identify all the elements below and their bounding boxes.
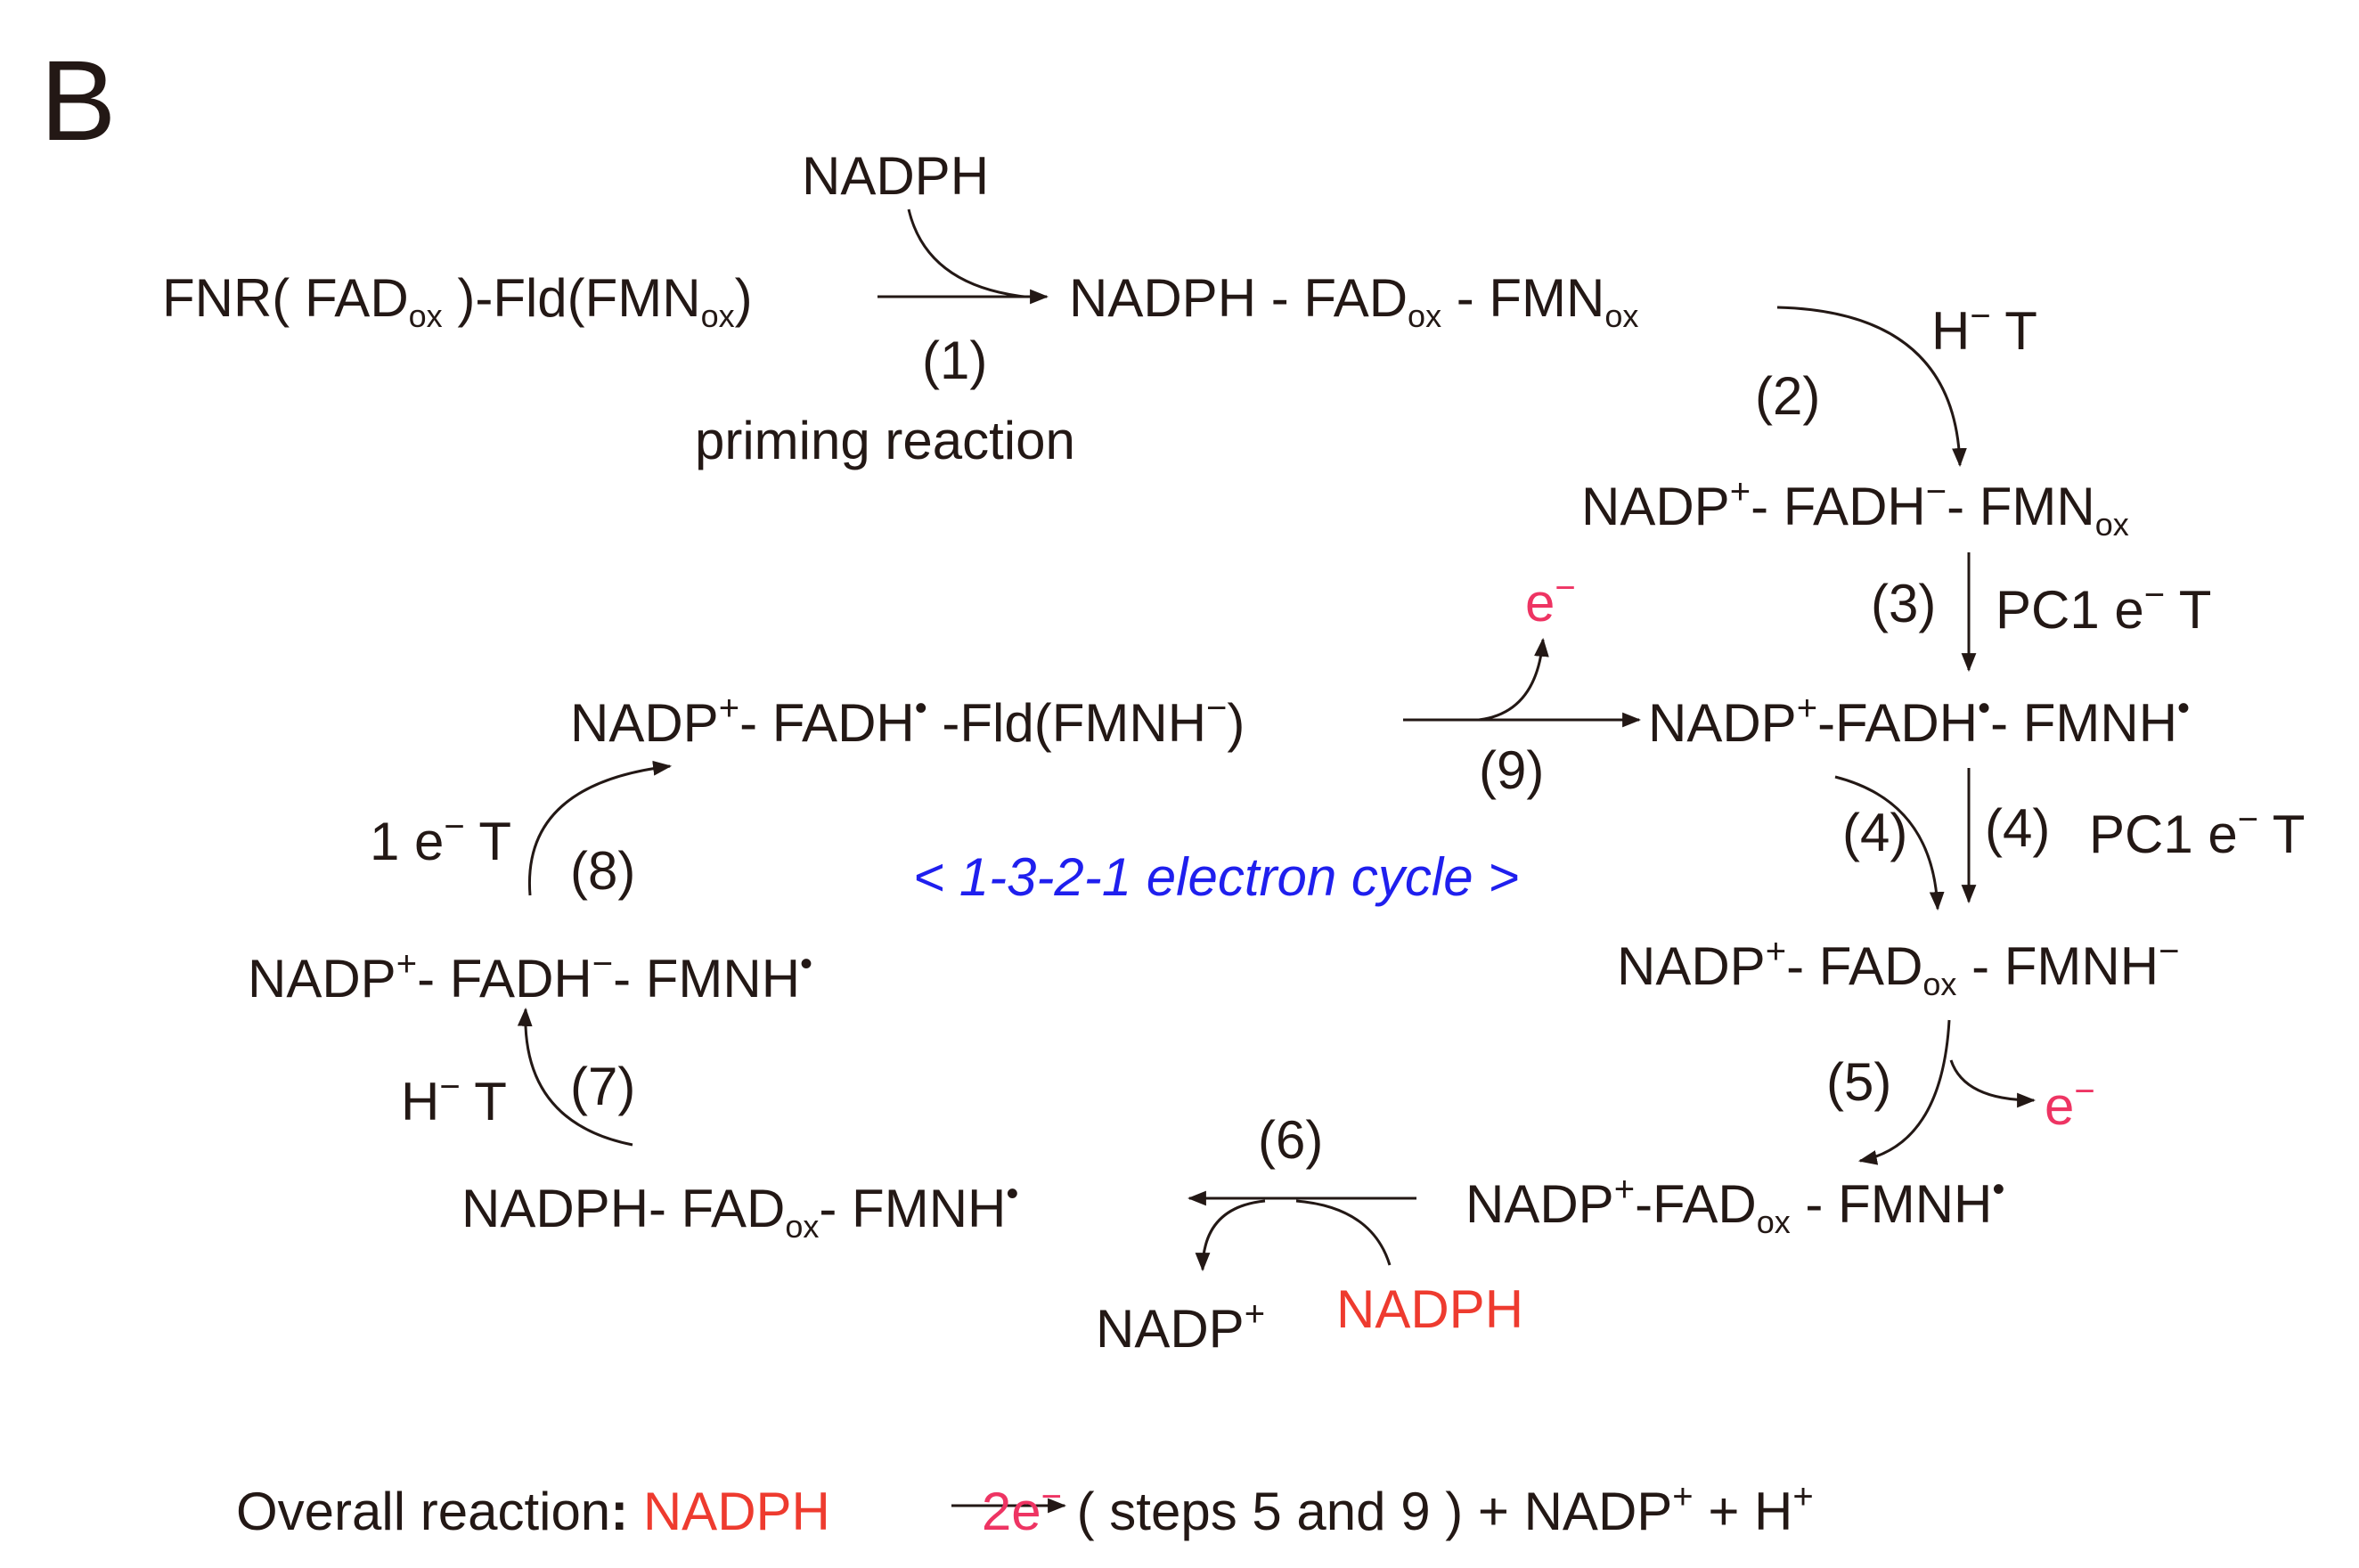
step6-nadph-input: NADPH [1336, 1279, 1524, 1339]
arrow-step5 [1857, 1019, 1951, 1165]
step5-label: (5) [1826, 1052, 1892, 1112]
step2-note: H− T [1931, 297, 2037, 361]
step3-label: (3) [1871, 574, 1937, 633]
step6-byproduct: NADP+ [1096, 1294, 1266, 1359]
step4b-note: PC1 e− T [2089, 800, 2306, 864]
species-s8: NADP+- FADH• -Fld(FMNH−) [570, 689, 1245, 753]
step4b-label: (4) [1985, 798, 2051, 858]
step4a-label: (4) [1842, 803, 1908, 862]
species-s4: NADP+- FADox - FMNH− [1617, 932, 2180, 1002]
nadph-priming-input: NADPH [802, 146, 990, 206]
arrow-step2 [1776, 306, 1967, 468]
arrow-step6-nadp-out [1195, 1199, 1266, 1272]
step9-electron: e− [1525, 568, 1576, 633]
priming-caption: priming reaction [695, 411, 1075, 470]
species-s2: NADP+- FADH−- FMNox [1581, 472, 2129, 543]
step7-note: H− T [401, 1067, 507, 1131]
species-s1: NADPH - FADox - FMNox [1069, 268, 1639, 334]
step1-label: (1) [922, 331, 988, 390]
step3-note: PC1 e− T [1996, 576, 2212, 640]
step7-label: (7) [570, 1057, 636, 1116]
species-s7: NADP+- FADH−- FMNH• [248, 944, 813, 1009]
species-s3: NADP+-FADH•- FMNH• [1648, 689, 2191, 753]
step9-label: (9) [1479, 740, 1545, 800]
arrow-nadph-in [907, 208, 1025, 298]
arrow-step8 [527, 760, 673, 896]
arrow-step7 [517, 1007, 633, 1147]
arrow-step5-electron-out [1949, 1059, 2037, 1108]
cycle-title: < 1-3-2-1 electron cycle > [913, 847, 1520, 907]
arrow-step9-electron-out [1478, 637, 1549, 722]
species-s5: NADP+-FADox - FMNH• [1465, 1170, 2005, 1240]
step6-label: (6) [1258, 1110, 1324, 1170]
step8-note: 1 e− T [370, 807, 512, 871]
panel-label: B [40, 37, 117, 165]
species-start: FNR( FADox )-Fld(FMNox) [162, 268, 753, 334]
step8-label: (8) [570, 841, 636, 901]
arrow-step6-nadph-in [1295, 1199, 1392, 1266]
step2-label: (2) [1755, 366, 1821, 426]
arrow-step4a [1834, 775, 1945, 911]
species-s6: NADPH- FADox- FMNH• [461, 1174, 1019, 1245]
step5-electron: e− [2045, 1072, 2095, 1136]
